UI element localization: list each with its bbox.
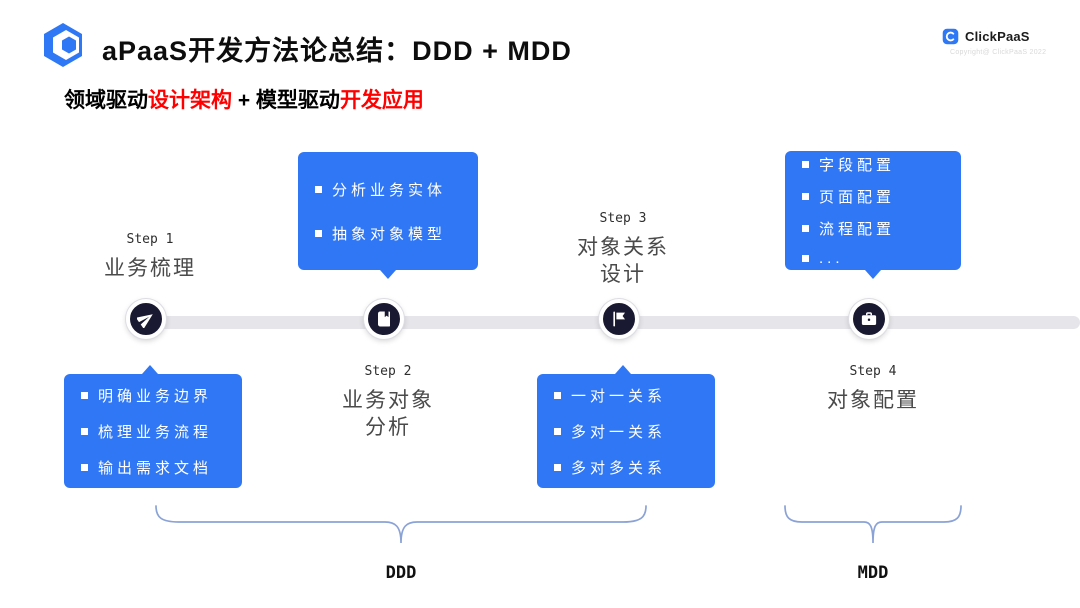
callout-item-text: 抽象对象模型	[332, 225, 447, 243]
callout-box-4-pointer	[865, 270, 881, 279]
callout-item-text: 梳理业务流程	[98, 423, 213, 441]
subtitle-text-2: + 模型驱动	[232, 89, 340, 112]
timeline-node-4	[849, 299, 889, 339]
step-3-title-line-2: 设计	[600, 263, 646, 287]
callout-box-2-pointer	[380, 270, 396, 279]
callout-item-text: ...	[819, 250, 844, 267]
square-bullet-icon	[802, 255, 809, 262]
ddd-brace	[155, 505, 647, 552]
square-bullet-icon	[802, 193, 809, 200]
subtitle-red-2: 开发应用	[339, 89, 424, 112]
callout-item: 字段配置	[802, 154, 944, 175]
callout-item: 流程配置	[802, 218, 944, 239]
paper-plane-icon	[137, 310, 155, 328]
callout-item: 分析业务实体	[315, 179, 461, 200]
mdd-brace	[784, 505, 962, 552]
copyright-text: Copyright@ ClickPaaS 2022	[950, 49, 1047, 56]
square-bullet-icon	[554, 427, 561, 435]
clickpaas-logo-icon	[942, 28, 959, 45]
callout-item-text: 多对多关系	[571, 459, 667, 477]
square-bullet-icon	[554, 463, 561, 471]
step-2-eyebrow: Step 2	[364, 364, 412, 379]
callout-box-2: 分析业务实体 抽象对象模型	[298, 152, 478, 279]
step-2-title-line-1: 业务对象	[342, 389, 434, 412]
step-3-label: Step 3 对象关系 设计	[543, 211, 703, 289]
square-bullet-icon	[81, 391, 88, 399]
callout-item-text: 分析业务实体	[332, 181, 447, 199]
step-3-title-line-1: 对象关系	[577, 236, 669, 259]
callout-item: 多对多关系	[554, 457, 698, 478]
callout-item: 页面配置	[802, 186, 944, 207]
callout-item-text: 多对一关系	[571, 423, 667, 441]
callout-box-3-pointer	[615, 365, 631, 374]
square-bullet-icon	[554, 391, 561, 399]
subtitle: 领域驱动设计架构 + 模型驱动开发应用	[64, 84, 424, 114]
callout-item-text: 输出需求文档	[98, 459, 213, 477]
step-4-eyebrow: Step 4	[849, 364, 897, 379]
briefcase-icon	[860, 310, 878, 328]
hexagon-icon	[38, 20, 88, 70]
subtitle-red-1: 设计架构	[148, 89, 232, 112]
callout-item: 明确业务边界	[81, 385, 225, 406]
step-3-eyebrow: Step 3	[599, 211, 647, 226]
timeline-node-1	[126, 299, 166, 339]
step-2-title-line-2: 分析	[365, 416, 411, 440]
callout-item: 梳理业务流程	[81, 421, 225, 442]
callout-item: 抽象对象模型	[315, 223, 461, 244]
callout-box-4: 字段配置 页面配置 流程配置 ...	[785, 151, 961, 279]
timeline-node-2	[364, 299, 404, 339]
ddd-group-label: DDD	[385, 563, 417, 583]
callout-box-1: 明确业务边界 梳理业务流程 输出需求文档	[64, 365, 242, 488]
square-bullet-icon	[315, 229, 322, 237]
callout-box-1-pointer	[142, 365, 158, 374]
square-bullet-icon	[802, 161, 809, 168]
square-bullet-icon	[81, 463, 88, 471]
callout-item-text: 明确业务边界	[98, 387, 213, 405]
callout-item-text: 一对一关系	[571, 387, 667, 405]
timeline-node-3	[599, 299, 639, 339]
callout-box-3: 一对一关系 多对一关系 多对多关系	[537, 365, 715, 488]
subtitle-text-1: 领域驱动	[64, 89, 148, 112]
square-bullet-icon	[81, 427, 88, 435]
step-4-title: 对象配置	[827, 389, 919, 412]
callout-item-text: 页面配置	[819, 189, 896, 206]
callout-item-text: 流程配置	[819, 221, 896, 238]
step-1-title: 业务梳理	[104, 257, 196, 280]
step-1-label: Step 1 业务梳理	[70, 232, 230, 282]
page-title: aPaaS开发方法论总结：DDD + MDD	[102, 36, 572, 66]
flag-icon	[610, 310, 628, 328]
callout-item: 输出需求文档	[81, 457, 225, 478]
step-1-eyebrow: Step 1	[126, 232, 174, 247]
clickpaas-logo: ClickPaaS	[942, 28, 1030, 45]
step-2-label: Step 2 业务对象 分析	[308, 364, 468, 442]
square-bullet-icon	[802, 225, 809, 232]
clickpaas-logo-text: ClickPaaS	[965, 29, 1030, 44]
callout-item-text: 字段配置	[819, 157, 896, 174]
step-4-label: Step 4 对象配置	[793, 364, 953, 414]
callout-item: 一对一关系	[554, 385, 698, 406]
mdd-group-label: MDD	[857, 563, 889, 583]
callout-item: ...	[802, 250, 944, 267]
callout-item: 多对一关系	[554, 421, 698, 442]
square-bullet-icon	[315, 185, 322, 193]
book-icon	[375, 310, 393, 328]
